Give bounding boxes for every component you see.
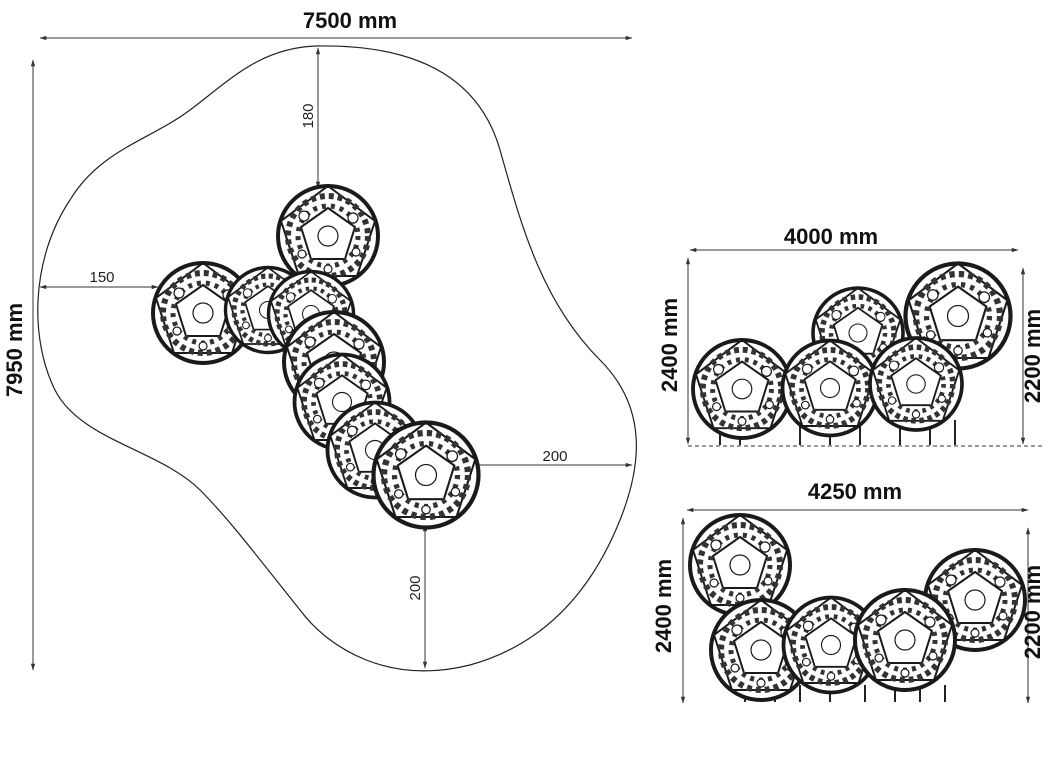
plan-view: 7500 mm 7950 mm 180 150 200 200 [2,8,637,672]
front-height-left-label: 2400 mm [657,298,682,392]
climbing-structure-front [693,264,1011,445]
climbing-structure-plan [153,186,479,528]
sphere-module [278,186,378,286]
clearance-left-label: 150 [89,269,114,286]
overall-width-label: 7500 mm [303,8,397,33]
sphere-module [870,338,962,430]
sphere-module [374,423,479,528]
clearance-bottom-label: 200 [407,575,424,600]
clearance-right-label: 200 [542,448,567,465]
side-elevation: 4250 mm 2400 mm 2200 mm [651,479,1045,704]
clearance-top-label: 180 [300,103,317,128]
climbing-structure-side [690,515,1025,702]
safety-zone-outline [37,45,637,672]
sphere-module [783,341,878,436]
side-height-left-label: 2400 mm [651,559,676,653]
sphere-module [693,340,791,438]
side-width-label: 4250 mm [808,479,902,504]
sphere-module [855,590,955,690]
front-height-right-label: 2200 mm [1020,309,1045,403]
front-width-label: 4000 mm [784,224,878,249]
front-elevation: 4000 mm 2400 mm 2200 mm [657,224,1045,447]
overall-depth-label: 7950 mm [2,303,27,397]
